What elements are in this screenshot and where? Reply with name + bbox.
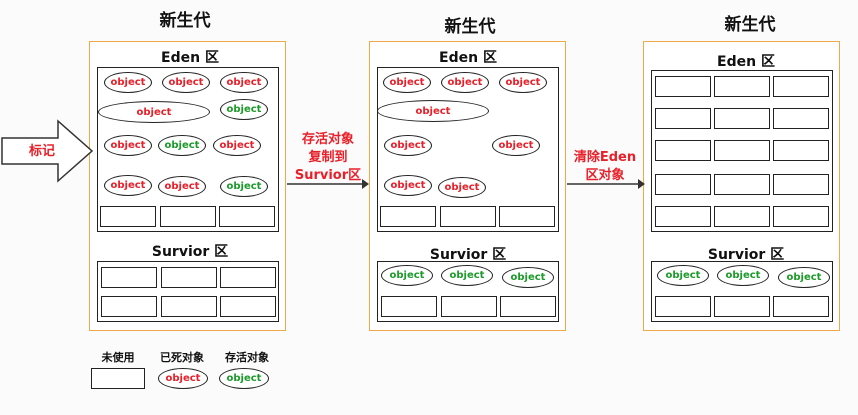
clear-arrow-icon — [567, 179, 645, 189]
gen3-eden-empty-cell — [655, 140, 711, 161]
gen1-survivor-empty-cell — [161, 267, 217, 288]
legend-unused-label: 未使用 — [101, 351, 135, 364]
gen3-eden-empty-cell — [655, 108, 711, 129]
gen3-eden-empty-cell — [773, 76, 829, 97]
gen2-object-live: object — [441, 265, 493, 286]
mark-arrow-icon — [1, 119, 94, 183]
gen2-object-dead: object — [384, 135, 432, 156]
gen1-eden-empty-cell — [160, 206, 216, 227]
legend-live-label: 存活对象 — [225, 351, 269, 364]
gen1-object-dead: object — [158, 176, 206, 197]
clear-label-line2: 区对象 — [585, 168, 625, 183]
gen1-survivor-label: Survior 区 — [151, 244, 229, 260]
gen3-eden-empty-cell — [773, 206, 829, 227]
gen3-object-live: object — [778, 267, 830, 288]
clear-label-line1: 清除Eden — [573, 150, 637, 165]
gen2-survivor-empty-cell — [381, 296, 437, 317]
gen3-survivor-label: Survior 区 — [707, 247, 785, 263]
gen3-eden-empty-cell — [714, 108, 770, 129]
gen3-eden-empty-cell — [714, 206, 770, 227]
gen1-survivor-empty-cell — [220, 267, 276, 288]
gen2-eden-empty-cell — [499, 206, 555, 227]
gen2-eden-empty-cell — [380, 206, 436, 227]
gen2-object-dead: object — [499, 72, 547, 93]
gen1-survivor-empty-cell — [101, 267, 157, 288]
gen3-survivor-empty-cell — [773, 296, 829, 317]
gen3-eden-empty-cell — [655, 174, 711, 195]
gen1-object-dead: object — [104, 175, 152, 196]
gen3-object-live: object — [717, 265, 769, 286]
gen3-eden-empty-cell — [773, 140, 829, 161]
gen2-survivor-label: Survior 区 — [429, 247, 507, 263]
legend-live-object: object — [219, 368, 269, 389]
gen1-object-dead: object — [220, 72, 268, 93]
gen3-eden-empty-cell — [655, 206, 711, 227]
gen3-eden-label: Eden 区 — [717, 54, 775, 70]
gen2-title: 新生代 — [444, 17, 496, 37]
gen3-eden-empty-cell — [655, 76, 711, 97]
gen3-survivor-empty-cell — [714, 296, 770, 317]
gen2-object-dead: object — [441, 72, 489, 93]
gen2-object-dead-large: object — [377, 100, 489, 122]
gen3-survivor-empty-cell — [655, 296, 711, 317]
gen1-title: 新生代 — [159, 11, 211, 31]
copy-label-line3: Survior区 — [294, 168, 362, 183]
gen2-object-live: object — [502, 267, 554, 288]
mark-label: 标记 — [28, 144, 55, 159]
gen1-object-dead: object — [104, 135, 152, 156]
gen1-object-dead: object — [162, 72, 210, 93]
gen1-object-dead-large: object — [98, 101, 210, 123]
gen1-survivor-empty-cell — [220, 296, 276, 317]
gen3-title: 新生代 — [724, 15, 776, 35]
gen3-object-live: object — [657, 265, 709, 286]
gen3-eden-empty-cell — [714, 140, 770, 161]
gen2-eden-label: Eden 区 — [439, 50, 497, 66]
gen2-survivor-empty-cell — [441, 296, 497, 317]
gen2-survivor-empty-cell — [500, 296, 556, 317]
gen1-object-dead: object — [213, 135, 261, 156]
legend-dead-object: object — [158, 368, 208, 389]
gen1-object-live: object — [220, 99, 268, 120]
gen1-object-live: object — [220, 176, 268, 197]
gen3-eden-empty-cell — [773, 174, 829, 195]
gen1-object-live: object — [158, 135, 206, 156]
gen2-object-dead: object — [384, 175, 432, 196]
gen1-object-dead: object — [104, 72, 152, 93]
gen2-object-dead: object — [492, 135, 540, 156]
gen1-eden-empty-cell — [219, 206, 275, 227]
gen3-eden-empty-cell — [773, 108, 829, 129]
gen2-object-live: object — [381, 265, 433, 286]
copy-label-line2: 复制到 — [308, 150, 348, 165]
gen1-survivor-empty-cell — [101, 296, 157, 317]
gen1-survivor-empty-cell — [161, 296, 217, 317]
legend-dead-label: 已死对象 — [160, 351, 204, 364]
gen3-eden-empty-cell — [714, 76, 770, 97]
legend-unused-cell — [91, 368, 145, 389]
gen2-object-dead: object — [438, 177, 486, 198]
gen1-eden-empty-cell — [100, 206, 156, 227]
gen2-eden-empty-cell — [440, 206, 496, 227]
copy-arrow-icon — [287, 179, 369, 189]
copy-label-line1: 存活对象 — [301, 132, 354, 147]
gen3-eden-empty-cell — [714, 174, 770, 195]
gen2-object-dead: object — [383, 72, 431, 93]
gen1-eden-label: Eden 区 — [161, 50, 219, 66]
